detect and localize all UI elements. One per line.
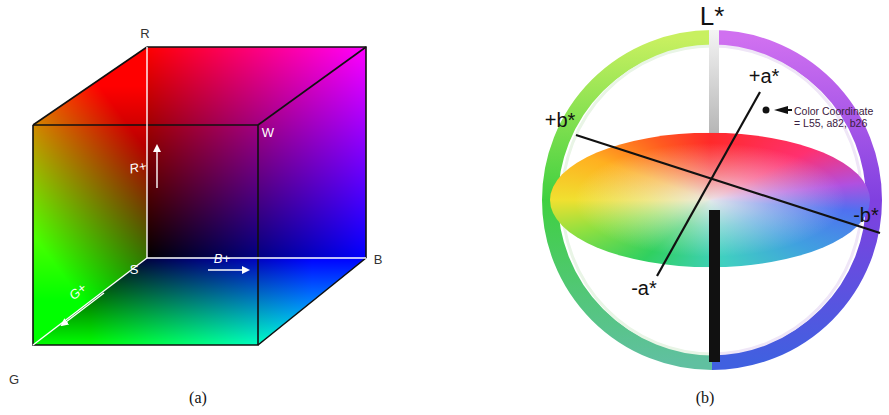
vertex-label: W [262,126,274,140]
axis-label: +a* [749,65,780,87]
axis-label: +b* [545,109,576,131]
vertex-label: R [140,27,149,41]
axis-label: -a* [631,277,657,299]
rgb-cube [33,47,366,345]
vertex-label: S [130,263,139,277]
subfigure-caption: (a) [189,389,207,407]
subfigure-caption: (b) [696,389,715,407]
axis-label: -b* [853,204,879,226]
color-coordinate-note: Color Coordinate = L55, a82, b26 [794,106,876,129]
axis-label: L* [700,2,725,31]
axis-label: B+ [214,252,230,266]
vertex-label: B [374,253,383,267]
lab-sphere [550,30,874,362]
vertex-label: G [9,373,19,387]
